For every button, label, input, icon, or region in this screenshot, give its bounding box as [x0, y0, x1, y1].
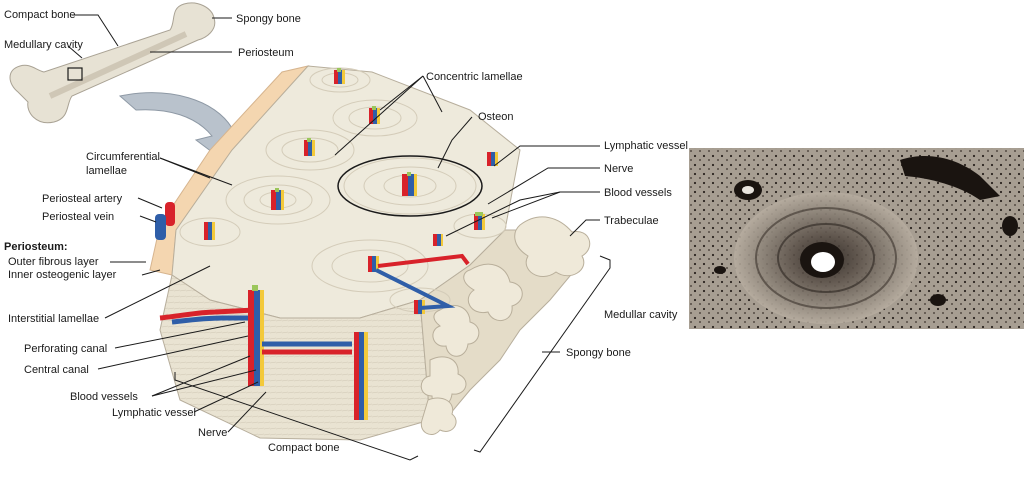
labels: Compact bone Spongy bone Medullary cavit…: [4, 9, 688, 454]
label-medullar-cavity: Medullar cavity: [604, 309, 678, 321]
osteon-outline: [337, 155, 483, 217]
trabeculae-shapes: [420, 216, 591, 435]
label-lymphatic-vessel-right: Lymphatic vessel: [604, 140, 688, 152]
label-medullary-cavity-top: Medullary cavity: [4, 39, 83, 51]
front-vessel-network: [159, 285, 368, 420]
magnify-box: [67, 67, 83, 81]
label-lymphatic-vessel-bottom: Lymphatic vessel: [112, 407, 196, 419]
label-periosteum-top: Periosteum: [238, 47, 294, 59]
label-periosteal-artery: Periosteal artery: [42, 193, 123, 205]
label-spongy-bone-right: Spongy bone: [566, 347, 631, 359]
label-interstitial-lamellae: Interstitial lamellae: [8, 313, 99, 325]
label-trabeculae: Trabeculae: [604, 215, 659, 227]
label-nerve-right: Nerve: [604, 163, 633, 175]
label-nerve-bottom: Nerve: [198, 427, 227, 439]
label-periosteum-heading: Periosteum:: [4, 241, 68, 253]
label-circumferential-lamellae-2: lamellae: [86, 165, 127, 177]
label-periosteal-vein: Periosteal vein: [42, 211, 114, 223]
label-blood-vessels-right: Blood vessels: [604, 187, 672, 199]
label-spongy-bone-top: Spongy bone: [236, 13, 301, 25]
long-bone-icon: [9, 2, 216, 124]
label-inner-osteogenic-layer: Inner osteogenic layer: [8, 269, 117, 281]
leader-lines: [67, 14, 611, 461]
label-compact-bone-top: Compact bone: [4, 9, 76, 21]
label-circumferential-lamellae-1: Circumferential: [86, 151, 160, 163]
label-perforating-canal: Perforating canal: [24, 343, 107, 355]
label-blood-vessels-bottom: Blood vessels: [70, 391, 138, 403]
label-compact-bone-bottom: Compact bone: [268, 442, 340, 454]
perforating-vessels-top: [375, 253, 470, 310]
label-concentric-lamellae: Concentric lamellae: [426, 71, 523, 83]
label-osteon: Osteon: [478, 111, 513, 123]
label-outer-fibrous-layer: Outer fibrous layer: [8, 256, 99, 268]
label-central-canal: Central canal: [24, 364, 89, 376]
osteon-micrograph: [689, 148, 1024, 329]
